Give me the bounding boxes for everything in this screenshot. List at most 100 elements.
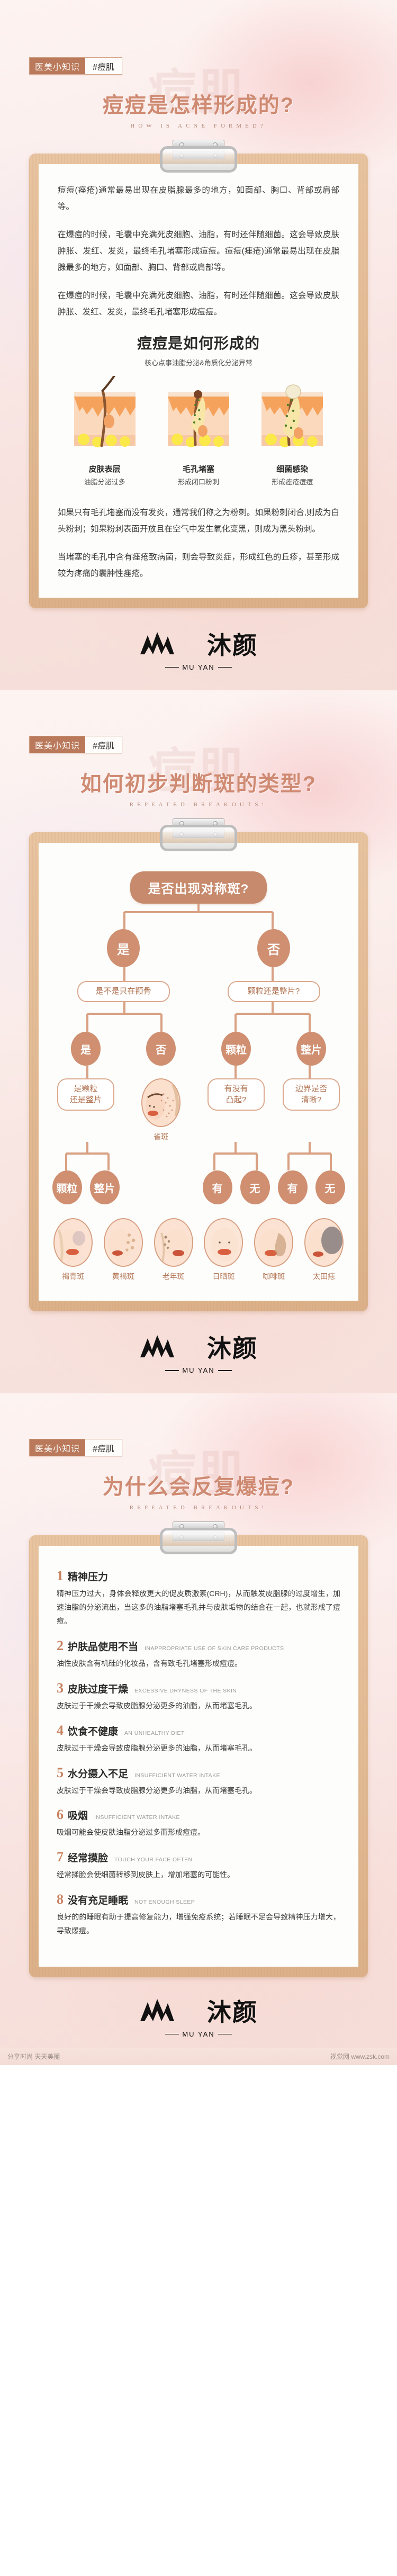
page-subtitle-3: REPEATED BREAKOUTS! <box>129 1505 268 1511</box>
diagram-subtitle: 核心点事油脂分泌&角质化分泌异常 <box>145 359 252 367</box>
clipboard-board: 是否出现对称斑? 是 否 <box>29 832 368 1311</box>
flow-answer-node[interactable]: 整片 <box>296 1032 326 1066</box>
brand-name-en: MU YAN <box>0 663 397 671</box>
flow-answer-node[interactable]: 有 <box>202 1170 232 1205</box>
clipboard-paper: 是否出现对称斑? 是 否 <box>39 843 358 1301</box>
reason-number: 5 <box>57 1764 64 1780</box>
footer-right-text: 视觉网 www.zsk.com <box>330 2053 390 2061</box>
flow-answer-node[interactable]: 无 <box>240 1170 270 1205</box>
flow-question-node[interactable]: 颗粒还是整片? <box>227 981 320 1003</box>
reason-subtitle-en: TOUCH YOUR FACE OFTEN <box>114 1857 193 1863</box>
flow-question-line2: 清晰? <box>301 1095 322 1104</box>
crown-logo-icon <box>140 1999 174 2022</box>
reason-body: 良好的的睡眠有助于提高修复能力，增强免疫系统；若睡眠不足会导致精神压力增大，导致… <box>57 1913 340 1935</box>
reason-item: 8 没有充足睡眠 NOT ENOUGH SLEEP 良好的的睡眠有助于提高修复能… <box>57 1893 340 1938</box>
spot-face-image <box>53 1218 93 1267</box>
reason-subtitle-en: INSUFFICIENT WATER INTAKE <box>134 1772 220 1779</box>
brand-name-cn: 沐颜 <box>207 1334 258 1363</box>
category-tag-1[interactable]: 医美小知识 #痘肌 <box>29 57 122 75</box>
footer-left-text: 分享时尚 天天美丽 <box>7 2053 60 2061</box>
category-tag-3[interactable]: 医美小知识 #痘肌 <box>29 1439 122 1457</box>
skin-step-sub: 油脂分泌过多 <box>84 478 125 486</box>
reason-item: 5 水分摄入不足 INSUFFICIENT WATER INTAKE 皮肤过于干… <box>57 1766 340 1798</box>
flow-connector-root <box>123 904 274 929</box>
spot-result: 日晒斑 <box>204 1218 243 1282</box>
page-subtitle-2: REPEATED BREAKOUTS! <box>129 801 268 808</box>
brand-name-en: MU YAN <box>0 2030 397 2038</box>
footer-strip: 分享时尚 天天美丽 视觉网 www.zsk.com <box>0 2048 397 2066</box>
section-title-block-2: 痘肌 如何初步判断斑的类型? REPEATED BREAKOUTS! <box>0 747 397 808</box>
flow-question-line1: 有没有 <box>224 1084 248 1094</box>
skin-step-label: 毛孔堵塞 <box>182 465 214 474</box>
reason-item: 3 皮肤过度干燥 EXCESSIVE DRYNESS OF THE SKIN 皮… <box>57 1681 340 1713</box>
brand-logo-2: 沐颜 MU YAN <box>0 1311 397 1390</box>
skin-step-label: 皮肤表层 <box>88 465 121 474</box>
flow-answer-node[interactable]: 否 <box>257 929 290 967</box>
reason-subtitle-en: EXCESSIVE DRYNESS OF THE SKIN <box>134 1687 237 1694</box>
freckle-label: 雀斑 <box>154 1132 168 1141</box>
flow-answer-node[interactable]: 是 <box>107 929 140 967</box>
clipboard-clamp-icon <box>159 818 238 851</box>
clipboard-paper: 1 精神压力 精神压力过大，身体会释放更大的促皮质激素(CRH)，从而触发皮脂腺… <box>39 1546 358 1967</box>
skin-step-sub: 形成痤疮痘痘 <box>272 478 313 486</box>
paragraph: 在爆痘的时候，毛囊中充满死皮细胞、油脂，有时还伴随细菌。这会导致皮肤肿胀、发红、… <box>58 291 339 317</box>
tag-label-right: #痘肌 <box>85 1439 122 1456</box>
page-subtitle-1: HOW IS ACNE FORMED? <box>130 123 267 129</box>
reason-body: 皮肤过于干燥会导致皮脂腺分泌更多的油脂，从而堵塞毛孔。 <box>57 1701 257 1710</box>
reason-subtitle-en: INAPPROPRIATE USE OF SKIN CARE PRODUCTS <box>145 1645 284 1652</box>
spot-face-image <box>103 1218 143 1267</box>
skin-diagram: 皮肤表层 油脂分泌过多 <box>58 375 339 487</box>
reason-number: 2 <box>57 1637 64 1653</box>
reason-subtitle-en: NOT ENOUGH SLEEP <box>134 1899 195 1906</box>
flow-answer-node[interactable]: 否 <box>146 1032 176 1066</box>
reason-item: 7 经常摸脸 TOUCH YOUR FACE OFTEN 经常揉脸会使细菌转移到… <box>57 1850 340 1882</box>
spot-result-label: 太田痣 <box>312 1272 335 1281</box>
flow-question-node[interactable]: 是不是只在颧骨 <box>77 981 170 1003</box>
spot-result-label: 黄褐斑 <box>112 1272 134 1281</box>
skin-step: 皮肤表层 油脂分泌过多 <box>59 375 150 487</box>
spot-result-label: 日晒斑 <box>212 1272 235 1281</box>
reason-title: 饮食不健康 <box>68 1726 119 1737</box>
flow-answer-node[interactable]: 无 <box>315 1170 345 1205</box>
flow-question-line1: 是颗粒 <box>74 1084 98 1094</box>
spot-result: 老年斑 <box>154 1218 193 1282</box>
flow-answer-node[interactable]: 颗粒 <box>52 1170 82 1205</box>
flow-connector-4 <box>65 1142 332 1171</box>
reason-body: 精神压力过大，身体会释放更大的促皮质激素(CRH)，从而触发皮脂腺的过度增生，加… <box>57 1589 340 1626</box>
clipboard-3: 1 精神压力 精神压力过大，身体会释放更大的促皮质激素(CRH)，从而触发皮脂腺… <box>29 1521 368 1977</box>
reason-item: 6 吸烟 INSUFFICIENT WATER INTAKE 吸烟可能会使皮肤油… <box>57 1808 340 1840</box>
flow-answer-node[interactable]: 有 <box>277 1170 308 1205</box>
flow-question-node[interactable]: 边界是否 清晰? <box>283 1078 340 1111</box>
section-title-block-1: 痘肌 痘痘是怎样形成的? HOW IS ACNE FORMED? <box>0 68 397 129</box>
flow-question-node[interactable]: 是颗粒 还是整片 <box>57 1078 114 1111</box>
tag-label-right: #痘肌 <box>85 58 122 74</box>
reason-number: 3 <box>57 1680 64 1696</box>
clipboard-2: 是否出现对称斑? 是 否 <box>29 818 368 1311</box>
reason-title: 皮肤过度干燥 <box>68 1683 129 1695</box>
flow-answer-node[interactable]: 整片 <box>89 1170 120 1205</box>
reason-number: 1 <box>57 1568 64 1584</box>
flow-question-line2: 还是整片 <box>69 1095 102 1104</box>
reason-title: 没有充足睡眠 <box>68 1895 129 1907</box>
reason-title: 经常摸脸 <box>68 1853 109 1865</box>
flow-root-question[interactable]: 是否出现对称斑? <box>130 871 267 904</box>
spot-result-row: 褐青斑 黄褐斑 <box>48 1218 349 1282</box>
spot-face-image <box>204 1218 243 1267</box>
skin-cross-section-3-icon <box>261 384 323 447</box>
clipboard-board: 痘痘(痤疮)通常最易出现在皮脂腺最多的地方，如面部、胸口、背部或肩部等。 在爆痘… <box>29 154 368 608</box>
flow-question-node[interactable]: 有没有 凸起? <box>207 1078 265 1111</box>
tag-label-right: #痘肌 <box>85 736 122 753</box>
brand-name-cn: 沐颜 <box>207 1998 258 2027</box>
flow-answer-node[interactable]: 是 <box>71 1032 101 1066</box>
brand-logo-1: 沐颜 MU YAN <box>0 608 397 687</box>
category-tag-2[interactable]: 医美小知识 #痘肌 <box>29 736 122 753</box>
reason-title: 吸烟 <box>68 1811 88 1822</box>
clipboard-1: 痘痘(痤疮)通常最易出现在皮脂腺最多的地方，如面部、胸口、背部或肩部等。 在爆痘… <box>29 140 368 608</box>
paragraph: 痘痘(痤疮)通常最易出现在皮脂腺最多的地方，如面部、胸口、背部或肩部等。 <box>58 186 339 211</box>
flow-connector-2 <box>86 1002 311 1032</box>
flow-answer-node[interactable]: 颗粒 <box>221 1032 251 1066</box>
reason-title: 精神压力 <box>68 1572 109 1583</box>
spot-result: 褐青斑 <box>53 1218 93 1282</box>
flow-connector-3 <box>86 1066 311 1079</box>
tag-label-left: 医美小知识 <box>30 58 86 74</box>
